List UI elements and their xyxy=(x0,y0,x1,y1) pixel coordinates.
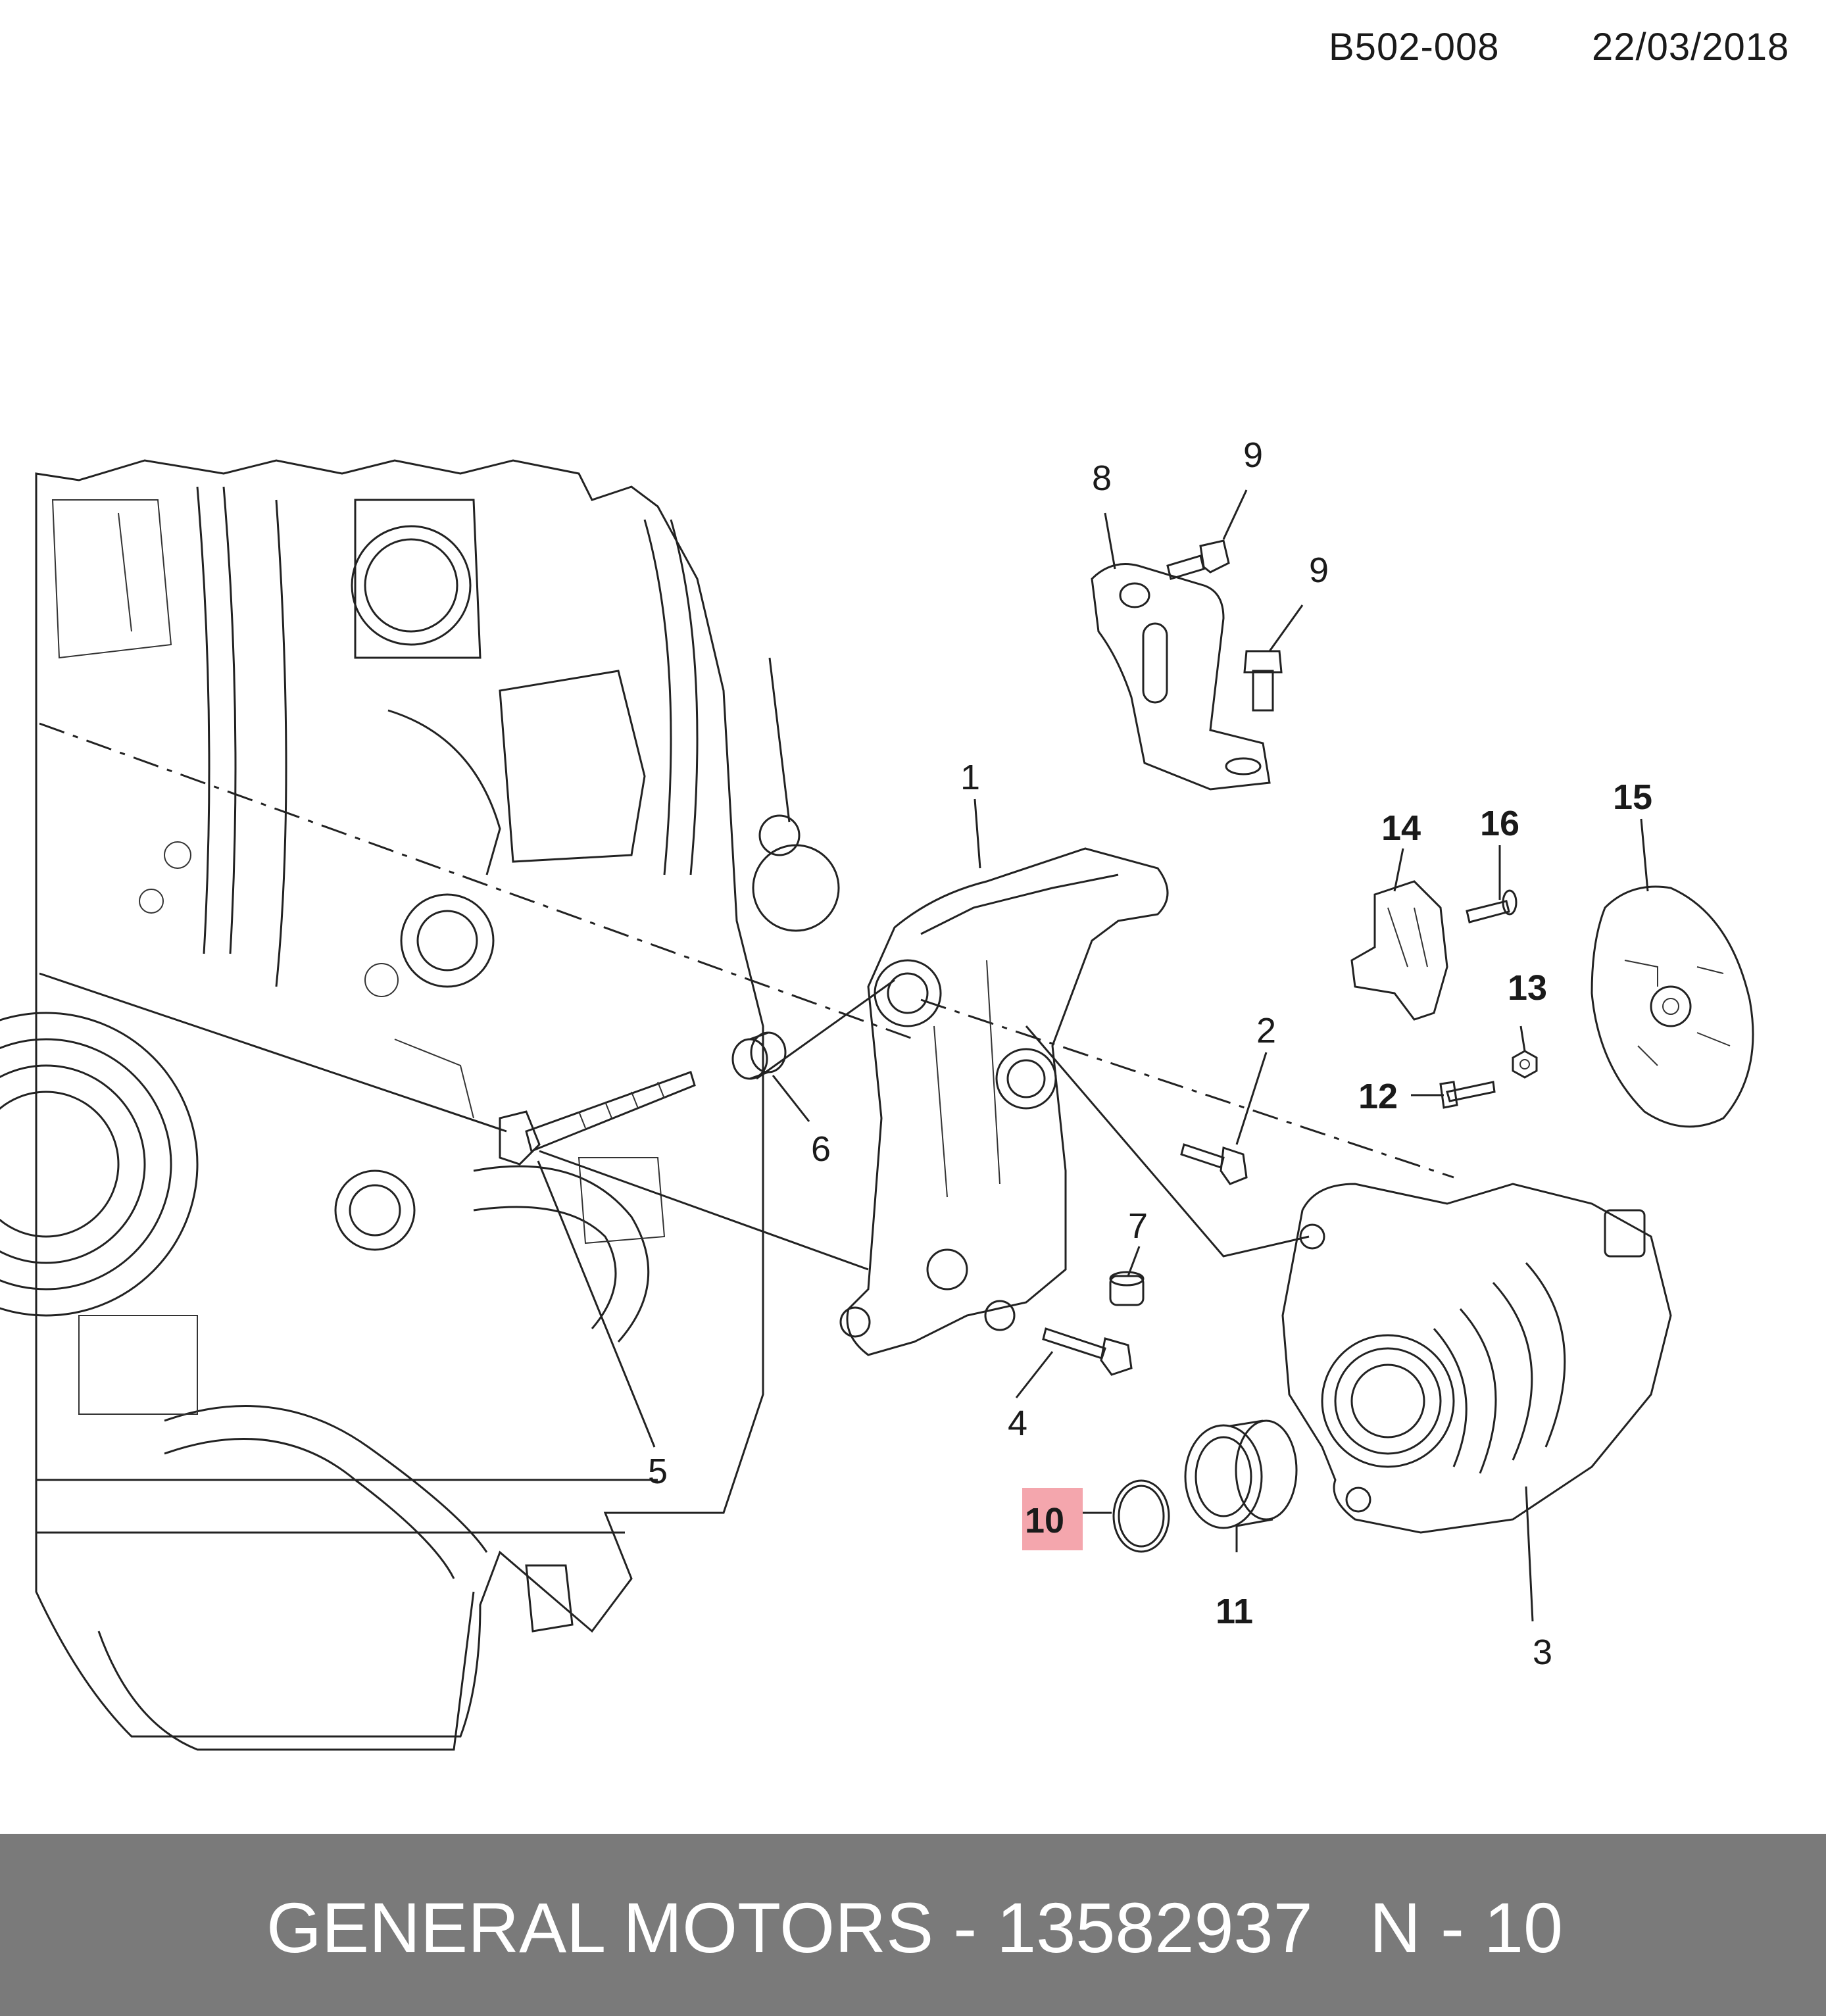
part-6-spacer xyxy=(731,1031,787,1080)
callout-7: 7 xyxy=(1128,1206,1148,1246)
callout-8: 8 xyxy=(1092,458,1112,498)
callout-14: 14 xyxy=(1381,808,1421,848)
callout-10: 10 xyxy=(1025,1501,1064,1540)
callout-9-upper: 9 xyxy=(1243,435,1263,475)
part-11-pulley xyxy=(1184,1419,1298,1529)
engine-illustration xyxy=(0,459,840,1751)
footer-brand-part-number: GENERAL MOTORS - 13582937 xyxy=(266,1888,1313,1967)
callout-4: 4 xyxy=(1008,1404,1027,1443)
callout-6: 6 xyxy=(811,1129,831,1169)
part-1-generator-bracket xyxy=(839,847,1169,1356)
part-5-long-bolt xyxy=(499,1071,696,1166)
part-10-seal-ring xyxy=(1112,1479,1170,1553)
callout-3: 3 xyxy=(1533,1633,1552,1672)
callout-12: 12 xyxy=(1358,1077,1398,1116)
part-8-brace xyxy=(1091,563,1271,791)
part-3-generator xyxy=(1281,1183,1672,1534)
callout-2: 2 xyxy=(1256,1011,1276,1050)
highlight-box-10 xyxy=(1022,1488,1083,1550)
part-9-bolts xyxy=(1166,539,1283,712)
part-4-bolt xyxy=(1042,1327,1133,1376)
part-7-bushing xyxy=(1109,1271,1145,1306)
part-15-rear-cover xyxy=(1591,885,1754,1128)
callout-13: 13 xyxy=(1508,968,1547,1008)
callout-1: 1 xyxy=(960,758,980,797)
footer-bar: GENERAL MOTORS - 13582937 N - 10 xyxy=(0,1834,1826,2016)
callout-leaders xyxy=(537,489,1649,1622)
part-13-nut xyxy=(1512,1050,1538,1079)
diagram-code: B502-008 xyxy=(1329,26,1500,68)
diagram-date: 22/03/2018 xyxy=(1592,26,1790,68)
part-12-screw xyxy=(1439,1081,1496,1109)
footer-note: N - 10 xyxy=(1370,1888,1564,1967)
part-14-regulator xyxy=(1350,880,1448,1021)
callout-5: 5 xyxy=(648,1452,668,1491)
part-16-pin xyxy=(1466,889,1518,923)
callout-11: 11 xyxy=(1216,1592,1253,1631)
callout-9-lower: 9 xyxy=(1309,551,1329,590)
callout-16: 16 xyxy=(1480,804,1519,843)
part-2-bolt xyxy=(1180,1143,1248,1185)
callout-15: 15 xyxy=(1613,777,1652,817)
